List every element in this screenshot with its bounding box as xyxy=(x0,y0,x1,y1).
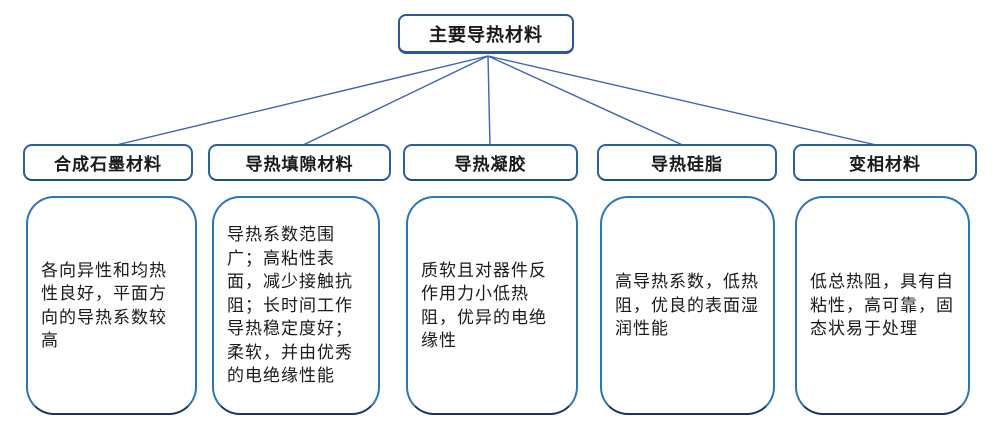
branch-title: 导热凝胶 xyxy=(454,155,527,174)
branch-description-text: 各向异性和均热性良好，平面方向的导热系数较高 xyxy=(41,260,167,350)
branch-description-thermal-gap-filler: 导热系数范围广；高粘性表面，减少接触抗阻；长时间工作导热稳定度好；柔软，并由优秀… xyxy=(212,196,380,415)
branch-description-thermal-gel: 质软且对器件反作用力小低热阻，优异的电绝缘性 xyxy=(406,196,578,415)
branch-title: 导热硅脂 xyxy=(651,155,723,174)
branch-header-thermal-silicone-grease: 导热硅脂 xyxy=(597,144,777,181)
root-node: 主要导热材料 xyxy=(398,14,574,54)
branch-description-text: 质软且对器件反作用力小低热阻，优异的电绝缘性 xyxy=(421,260,547,350)
branch-description-phase-change-material: 低总热阻，具有自粘性，高可靠，固态状易于处理 xyxy=(795,196,970,415)
root-node-label: 主要导热材料 xyxy=(429,24,543,45)
branch-description-synthetic-graphite: 各向异性和均热性良好，平面方向的导热系数较高 xyxy=(26,196,197,415)
branch-header-phase-change-material: 变相材料 xyxy=(793,144,977,181)
branch-title: 导热填隙材料 xyxy=(245,155,354,174)
branch-title: 变相材料 xyxy=(849,155,921,174)
branch-title: 合成石墨材料 xyxy=(54,155,162,174)
branch-description-text: 导热系数范围广；高粘性表面，减少接触抗阻；长时间工作导热稳定度好；柔软，并由优秀… xyxy=(227,225,353,386)
branch-header-thermal-gel: 导热凝胶 xyxy=(403,144,578,181)
branch-header-thermal-gap-filler: 导热填隙材料 xyxy=(208,144,391,181)
branch-description-text: 高导热系数，低热阻，优良的表面湿润性能 xyxy=(615,272,759,339)
branch-description-text: 低总热阻，具有自粘性，高可靠，固态状易于处理 xyxy=(810,272,954,339)
branch-description-thermal-silicone-grease: 高导热系数，低热阻，优良的表面湿润性能 xyxy=(600,196,775,415)
branch-header-synthetic-graphite: 合成石墨材料 xyxy=(23,144,193,181)
